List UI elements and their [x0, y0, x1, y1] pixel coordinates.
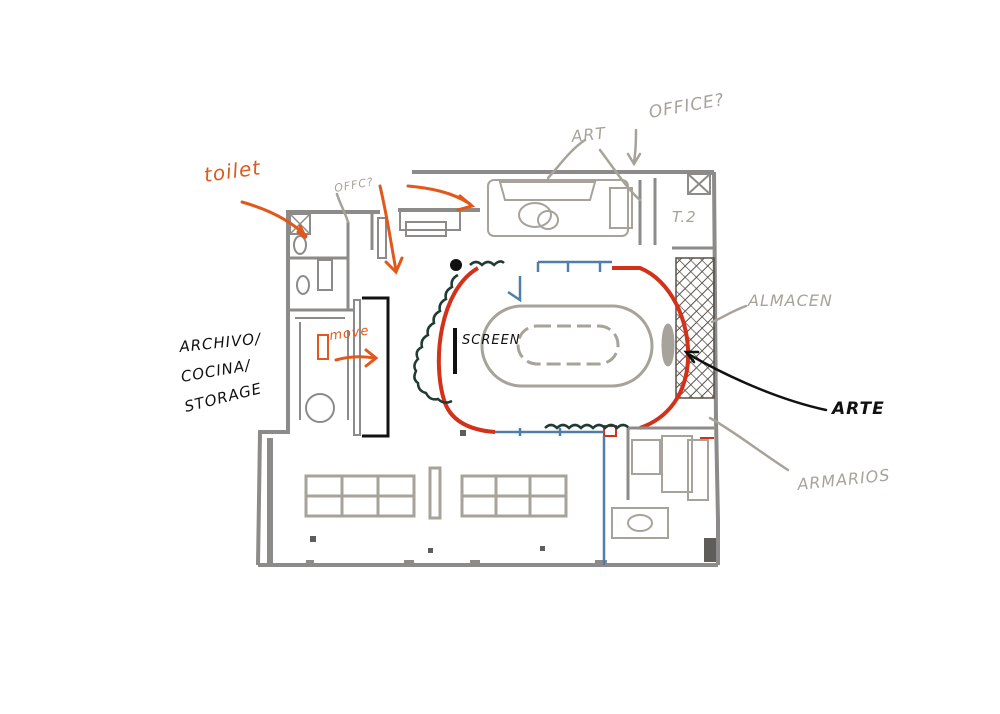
- label-archive-2: COCINA/: [180, 356, 254, 386]
- storage-hatch: [675, 257, 715, 399]
- black-dot: [450, 259, 462, 271]
- window-piers: [267, 430, 716, 566]
- workspace-desks: [304, 466, 568, 520]
- label-art-top: ART: [569, 123, 607, 146]
- grey-annotations: [335, 128, 790, 472]
- toilet-block: [288, 212, 374, 436]
- movable-wall: [362, 296, 390, 438]
- arte-arrow: [683, 350, 828, 412]
- label-toilet: toilet: [202, 155, 262, 187]
- blue-partitions: [495, 260, 612, 565]
- label-almacen: ALMACEN: [747, 291, 833, 310]
- label-armarios: ARMARIOS: [795, 465, 891, 494]
- top-left-furniture: [377, 209, 461, 259]
- label-move: move: [328, 323, 370, 343]
- orange-arrows: [240, 184, 476, 368]
- label-t2: T.2: [672, 208, 697, 226]
- label-archive-1: ARCHIVO/: [178, 329, 263, 356]
- lower-right-rooms: [611, 426, 714, 539]
- office-top: [487, 173, 714, 250]
- label-office-small: OFFC?: [333, 175, 374, 195]
- label-arte: ARTE: [830, 399, 885, 419]
- meeting-table: [480, 304, 675, 388]
- label-office: OFFICE?: [647, 90, 726, 123]
- label-screen: SCREEN: [462, 333, 521, 348]
- label-archive-3: STORAGE: [183, 379, 264, 416]
- green-curtain: [413, 260, 630, 430]
